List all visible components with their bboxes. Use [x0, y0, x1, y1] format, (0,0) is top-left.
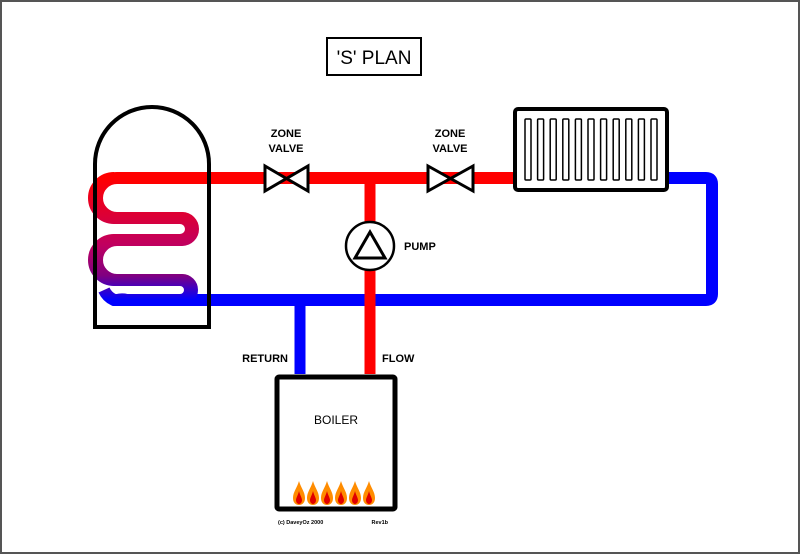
valve-icon: [426, 163, 475, 194]
title-text: 'S' PLAN: [337, 48, 412, 69]
flow-label: FLOW: [382, 353, 415, 365]
pump[interactable]: PUMP: [344, 220, 436, 272]
flame-inner: [310, 491, 316, 504]
valve-icon: [263, 163, 310, 194]
flame-icon: [307, 481, 319, 505]
boiler-body: [274, 374, 398, 512]
zone-valve-1-label-line1: ZONE: [271, 128, 302, 140]
radiator-fin: [587, 118, 595, 181]
flame-inner: [366, 491, 372, 504]
return-pipe-main: [122, 172, 718, 306]
flame-icon: [293, 481, 305, 505]
radiator-fin: [549, 118, 557, 181]
flame-icon: [321, 481, 333, 505]
zone-valve-2-label-line1: ZONE: [435, 128, 466, 140]
hot-water-cylinder: [93, 105, 211, 329]
pump-label: PUMP: [404, 241, 436, 253]
radiator-fin: [536, 118, 545, 181]
revision-text: Rev1b: [371, 520, 388, 526]
flame-inner: [324, 491, 330, 504]
radiator-fin: [650, 118, 658, 181]
radiator-fin: [524, 118, 532, 181]
flame-icon: [335, 481, 347, 505]
flame-inner: [338, 491, 344, 504]
zone-valve-1[interactable]: ZONE VALVE: [263, 128, 310, 194]
zone-valve-1-label-line2: VALVE: [268, 143, 303, 155]
radiator-fins: [524, 118, 658, 181]
burner-flames: [293, 481, 375, 505]
pump-triangle-icon: [352, 228, 388, 260]
title-box: 'S' PLAN: [326, 37, 422, 76]
radiator[interactable]: [513, 107, 669, 192]
title-border: [326, 37, 422, 76]
flame-icon: [363, 481, 375, 505]
radiator-fin: [625, 118, 633, 181]
flame-inner: [296, 491, 302, 504]
flame-icon: [349, 481, 361, 505]
zone-valve-2[interactable]: ZONE VALVE: [426, 128, 475, 194]
heating-coil-bends: [88, 172, 199, 306]
radiator-fin: [574, 118, 583, 181]
radiator-fin: [562, 118, 570, 181]
return-pipework: [122, 172, 718, 374]
zone-valve-2-label-line2: VALVE: [432, 143, 467, 155]
radiator-fin: [599, 118, 608, 181]
boiler-label: BOILER: [314, 413, 358, 427]
radiator-fin: [637, 118, 646, 181]
radiator-fin: [612, 118, 620, 181]
flame-inner: [352, 491, 358, 504]
copyright-text: (c) DaveyOz 2000: [278, 520, 323, 526]
return-label: RETURN: [242, 353, 288, 365]
boiler[interactable]: BOILER: [274, 374, 398, 512]
